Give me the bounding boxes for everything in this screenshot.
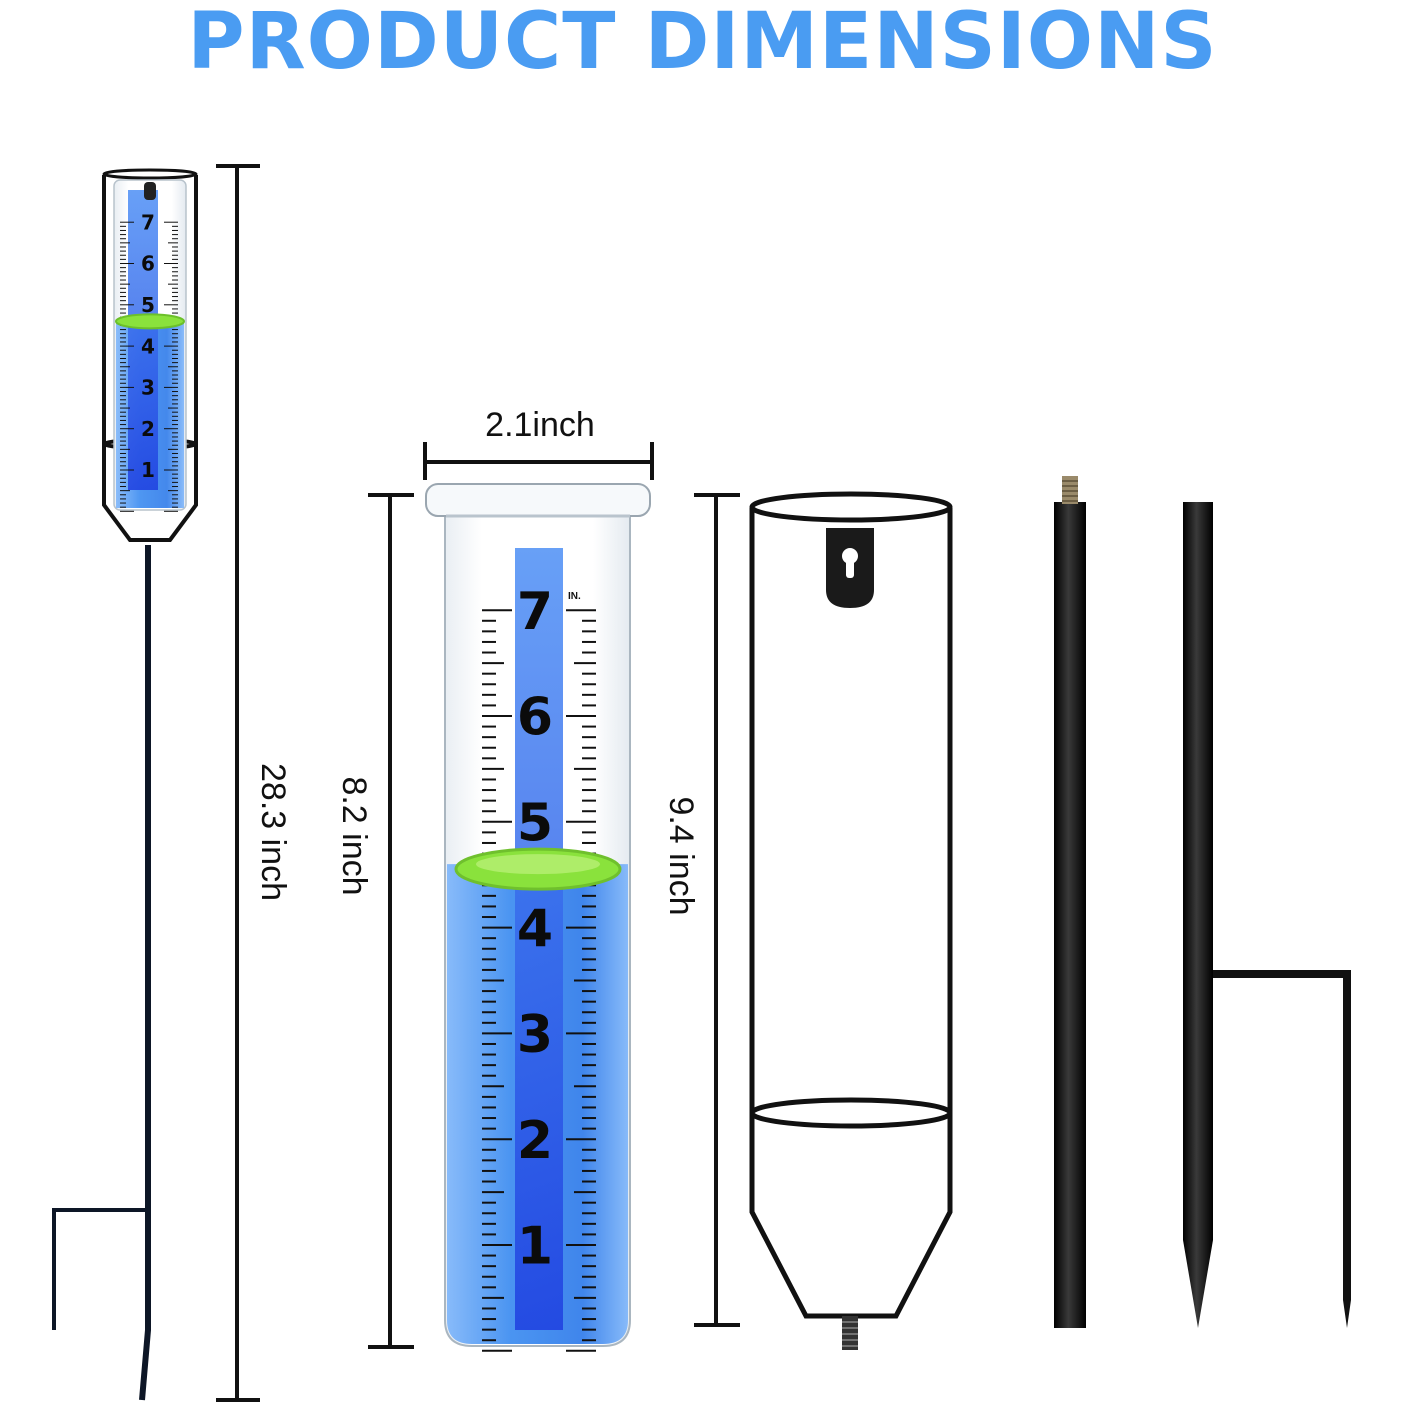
tube-scale-strip <box>515 548 563 1330</box>
holder-height-dimension: 9.4 inch <box>662 493 740 1327</box>
scale-number: 3 <box>141 376 155 400</box>
ground-stake <box>1183 502 1351 1328</box>
small-keyhole <box>144 182 156 200</box>
scale-number: 6 <box>141 252 155 276</box>
small-scale-ticks <box>120 221 178 512</box>
scale-number: 6 <box>517 688 553 748</box>
scale-number: 7 <box>517 582 553 642</box>
scale-number: 4 <box>141 334 155 358</box>
page-title: PRODUCT DIMENSIONS <box>187 0 1218 87</box>
scale-number: 2 <box>517 1111 553 1171</box>
tube-scale-numbers: 1 2 3 4 5 6 7 <box>517 582 553 1277</box>
stake-rod <box>139 545 151 1401</box>
scale-number: 2 <box>141 417 155 441</box>
tube-height-dimension: 8.2 inch <box>335 493 414 1349</box>
scale-number: 4 <box>517 899 553 959</box>
scale-number: 5 <box>141 293 155 317</box>
small-holder-frame <box>102 175 198 542</box>
stake-foot <box>52 1208 148 1330</box>
holder-height-label: 9.4 inch <box>662 796 700 915</box>
tube-height-label: 8.2 inch <box>335 776 373 895</box>
scale-number: 7 <box>141 210 155 234</box>
rain-gauge-tube: 1 2 3 4 5 6 7 IN. <box>425 483 651 1352</box>
tube-width-dimension: 2.1inch <box>423 406 654 480</box>
total-height-dimension: 28.3 inch <box>216 164 292 1402</box>
tube-width-label: 2.1inch <box>485 406 595 444</box>
holder-frame <box>749 491 953 1350</box>
small-scale-numbers: 1 2 3 4 5 6 7 <box>141 210 155 482</box>
assembled-gauge: 1 2 3 4 5 6 7 <box>52 168 198 1401</box>
scale-number: 5 <box>517 794 553 854</box>
extension-pole <box>1054 476 1086 1328</box>
scale-number: 3 <box>517 1005 553 1065</box>
tube-unit-mark: IN. <box>568 591 581 602</box>
tube-float-ring <box>454 847 622 891</box>
tube-rim <box>425 483 651 517</box>
total-height-label: 28.3 inch <box>254 763 292 901</box>
pole-thread <box>1062 476 1078 504</box>
threaded-stud <box>842 1316 858 1350</box>
small-float-ring <box>115 313 185 330</box>
scale-number: 1 <box>517 1217 553 1277</box>
small-scale-strip <box>128 190 158 490</box>
scale-number: 1 <box>141 458 155 482</box>
